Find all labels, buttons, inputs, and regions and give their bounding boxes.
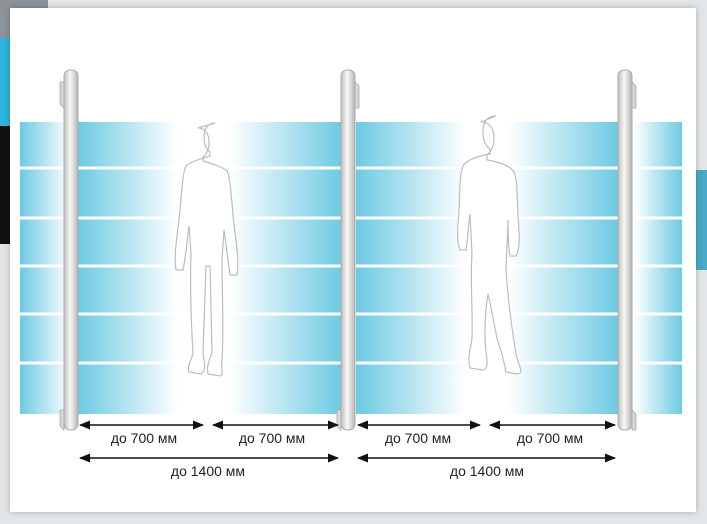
detection-fields <box>20 122 682 414</box>
label-left-total: до 1400 мм <box>171 463 245 479</box>
field-segment-4 <box>508 122 618 414</box>
background-strip-right <box>695 170 707 270</box>
person-silhouette-casual <box>457 115 522 375</box>
measurement-arrows <box>78 420 617 463</box>
field-left-edge <box>20 122 70 414</box>
field-segment-3 <box>356 122 466 414</box>
label-right-total: до 1400 мм <box>450 463 524 479</box>
label-right-half-b: до 700 мм <box>517 430 583 446</box>
field-segment-2 <box>230 122 342 414</box>
field-right-edge <box>634 122 682 414</box>
gate-pole-center <box>336 69 360 431</box>
label-left-half-a: до 700 мм <box>111 430 177 446</box>
person-silhouette-suit <box>174 122 239 377</box>
label-left-half-b: до 700 мм <box>239 430 305 446</box>
field-segment-1 <box>78 122 178 414</box>
label-right-half-a: до 700 мм <box>385 430 451 446</box>
gate-pole-right <box>617 69 637 431</box>
gate-pole-left <box>59 69 79 431</box>
measurement-labels: до 700 мм до 700 мм до 700 мм до 700 мм … <box>98 428 596 479</box>
